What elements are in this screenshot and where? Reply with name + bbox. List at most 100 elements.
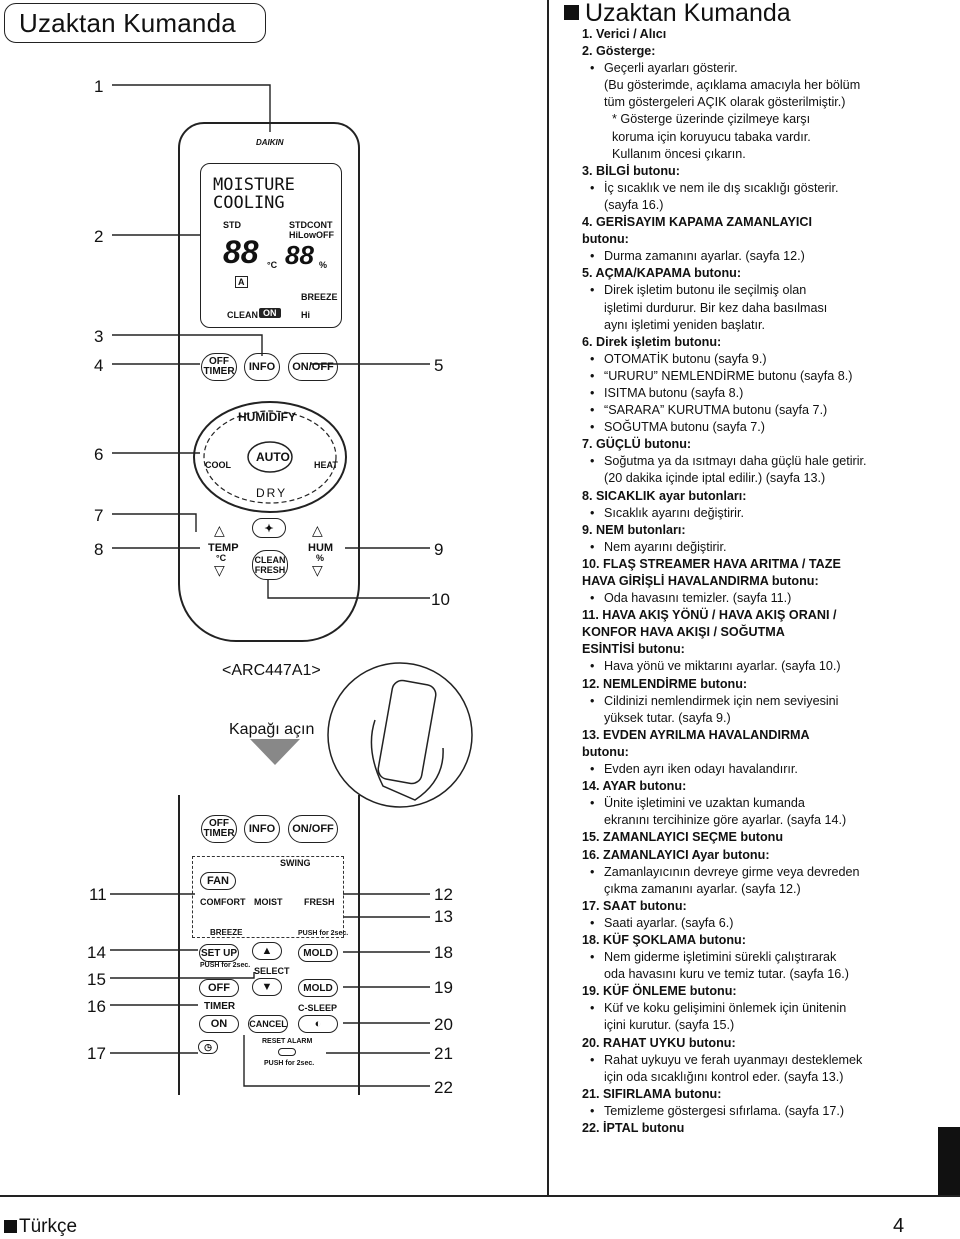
fresh-button[interactable]: FRESH bbox=[304, 897, 335, 907]
item-heading: 3. BİLGİ butonu: bbox=[582, 163, 680, 178]
onoff-button[interactable]: ON/OFF bbox=[288, 353, 338, 381]
item-text: Oda havasını temizler. (sayfa 11.) bbox=[582, 590, 912, 607]
moon-icon: ◐ bbox=[314, 1018, 322, 1030]
item-text: koruma için koruyucu tabaka vardır. bbox=[612, 129, 811, 144]
fresh-label: FRESH bbox=[254, 565, 286, 575]
mold-proof-button[interactable]: MOLD bbox=[298, 979, 338, 997]
temp-down-icon[interactable]: ▽ bbox=[214, 562, 225, 578]
model-label: <ARC447A1> bbox=[222, 662, 321, 679]
item-text: içini kurutur. (sayfa 15.) bbox=[604, 1018, 735, 1033]
lcd-line1: MOISTURE bbox=[213, 175, 295, 195]
item-heading: 8. SICAKLIK ayar butonları: bbox=[582, 488, 747, 503]
left-title-box: Uzaktan Kumanda bbox=[4, 3, 266, 43]
item-text: Geçerli ayarları gösterir. bbox=[582, 60, 912, 77]
hum-down-icon[interactable]: ▽ bbox=[312, 562, 323, 578]
item-heading: 1. Verici / Alıcı bbox=[582, 27, 667, 41]
lcd-line2: COOLING bbox=[213, 193, 285, 213]
footer-language-text: Türkçe bbox=[19, 1216, 78, 1237]
description-item: 4. GERİSAYIM KAPAMA ZAMANLAYICIbutonu:Du… bbox=[582, 214, 912, 265]
off-timer-label1: OFF bbox=[209, 356, 229, 367]
item-heading: 12. NEMLENDİRME butonu: bbox=[582, 676, 748, 691]
callout-18: 18 bbox=[434, 943, 453, 962]
off-timer-label1-2: OFF bbox=[209, 818, 229, 829]
onoff-button-2[interactable]: ON/OFF bbox=[288, 815, 338, 843]
item-text: çıkma zamanını ayarlar. (sayfa 12.) bbox=[604, 881, 801, 896]
select-up-button[interactable]: ▲ bbox=[252, 942, 282, 960]
mode-dial bbox=[193, 401, 347, 513]
item-text: İç sıcaklık ve nem ile dış sıcaklığı gös… bbox=[582, 180, 912, 197]
callout-12: 12 bbox=[434, 885, 453, 904]
cancel-button[interactable]: CANCEL bbox=[248, 1015, 288, 1033]
setup-button[interactable]: SET UP bbox=[199, 944, 239, 962]
callout-5: 5 bbox=[434, 356, 444, 375]
item-text: aynı işletimi yeniden başlatır. bbox=[604, 317, 766, 332]
breeze-label: BREEZE bbox=[210, 928, 243, 937]
temp-up-icon[interactable]: △ bbox=[214, 522, 225, 538]
setup-push-note: PUSH for 2sec. bbox=[200, 962, 251, 969]
item-heading: 19. KÜF ÖNLEME butonu: bbox=[582, 984, 737, 999]
description-item: 2. Gösterge:Geçerli ayarları gösterir.(B… bbox=[582, 43, 912, 163]
lcd-std: STD bbox=[223, 220, 241, 230]
item-heading: HAVA GİRİŞLİ HAVALANDIRMA butonu: bbox=[582, 574, 819, 588]
info-button[interactable]: INFO bbox=[244, 353, 280, 381]
square-bullet-icon-footer bbox=[4, 1220, 17, 1233]
description-item: 15. ZAMANLAYICI SEÇME butonu bbox=[582, 829, 912, 846]
fan-button[interactable]: FAN bbox=[200, 872, 236, 890]
lcd-clean: CLEAN bbox=[227, 310, 258, 320]
reset-button[interactable] bbox=[278, 1048, 296, 1056]
mold-shock-button[interactable]: MOLD bbox=[298, 944, 338, 962]
comfort-button[interactable]: COMFORT bbox=[200, 897, 246, 907]
auto-button[interactable]: AUTO bbox=[256, 450, 290, 464]
info-button-2[interactable]: INFO bbox=[244, 815, 280, 843]
item-heading: KONFOR HAVA AKIŞI / SOĞUTMA bbox=[582, 625, 785, 640]
callout-13: 13 bbox=[434, 907, 453, 926]
dry-button[interactable]: DRY bbox=[256, 486, 288, 500]
item-text: * Gösterge üzerinde çizilmeye karşı bbox=[612, 112, 811, 127]
item-text: Saati ayarlar. (sayfa 6.) bbox=[582, 915, 912, 932]
description-item: 18. KÜF ŞOKLAMA butonu:Nem giderme işlet… bbox=[582, 932, 912, 983]
cool-button[interactable]: COOL bbox=[205, 460, 231, 470]
down-arrow-icon bbox=[250, 739, 300, 765]
timer-off-button[interactable]: OFF bbox=[199, 979, 239, 997]
item-text: (Bu gösterimde, açıklama amacıyla her bö… bbox=[604, 78, 861, 93]
powerful-button[interactable]: ✦ bbox=[252, 518, 286, 538]
description-item: 21. SIFIRLAMA butonu:Temizleme gösterges… bbox=[582, 1086, 912, 1120]
description-item: 19. KÜF ÖNLEME butonu:Küf ve koku gelişi… bbox=[582, 983, 912, 1034]
hum-up-icon[interactable]: △ bbox=[312, 522, 323, 538]
lcd-temp-digits: 88 bbox=[223, 234, 259, 270]
open-cover-label: Kapağı açın bbox=[229, 721, 315, 738]
timer-on-button[interactable]: ON bbox=[199, 1015, 239, 1033]
description-item: 16. ZAMANLAYICI Ayar butonu:Zamanlayıcın… bbox=[582, 847, 912, 898]
item-heading: ESİNTİSİ butonu: bbox=[582, 642, 685, 657]
lcd-unit-c: °C bbox=[267, 260, 278, 270]
item-text: SOĞUTMA butonu (sayfa 7.) bbox=[582, 419, 912, 436]
down-arrow-small-icon: ▼ bbox=[261, 981, 273, 993]
callout-leaders bbox=[110, 84, 430, 1087]
clock-button[interactable]: ◷ bbox=[198, 1040, 218, 1054]
description-item: 20. RAHAT UYKU butonu:Rahat uykuyu ve fe… bbox=[582, 1035, 912, 1086]
hum-unit: % bbox=[316, 553, 325, 563]
callout-15: 15 bbox=[87, 970, 106, 989]
item-heading: 7. GÜÇLÜ butonu: bbox=[582, 437, 692, 452]
description-item: 11. HAVA AKIŞ YÖNÜ / HAVA AKIŞ ORANI /KO… bbox=[582, 607, 912, 675]
csleep-button[interactable]: ◐ bbox=[298, 1015, 338, 1033]
select-down-button[interactable]: ▼ bbox=[252, 978, 282, 996]
heat-button[interactable]: HEAT bbox=[314, 460, 338, 470]
lcd-hilowoff: HiLowOFF bbox=[289, 230, 334, 240]
item-text: “URURU” NEMLENDİRME butonu (sayfa 8.) bbox=[582, 368, 912, 385]
description-item: 6. Direk işletim butonu:OTOMATİK butonu … bbox=[582, 334, 912, 437]
temp-label: TEMP bbox=[208, 542, 239, 554]
item-heading: 2. Gösterge: bbox=[582, 44, 656, 59]
item-heading: 18. KÜF ŞOKLAMA butonu: bbox=[582, 932, 746, 947]
callout-19: 19 bbox=[434, 978, 453, 997]
up-arrow-icon: ▲ bbox=[261, 945, 273, 957]
humidify-button[interactable]: HUMIDIFY bbox=[238, 410, 296, 424]
lcd-on: ON bbox=[259, 308, 281, 318]
clean-label: CLEAN bbox=[254, 555, 286, 565]
lcd-breeze: BREEZE bbox=[301, 292, 338, 302]
moist-button[interactable]: MOIST bbox=[254, 897, 283, 907]
callout-4: 4 bbox=[94, 356, 104, 375]
